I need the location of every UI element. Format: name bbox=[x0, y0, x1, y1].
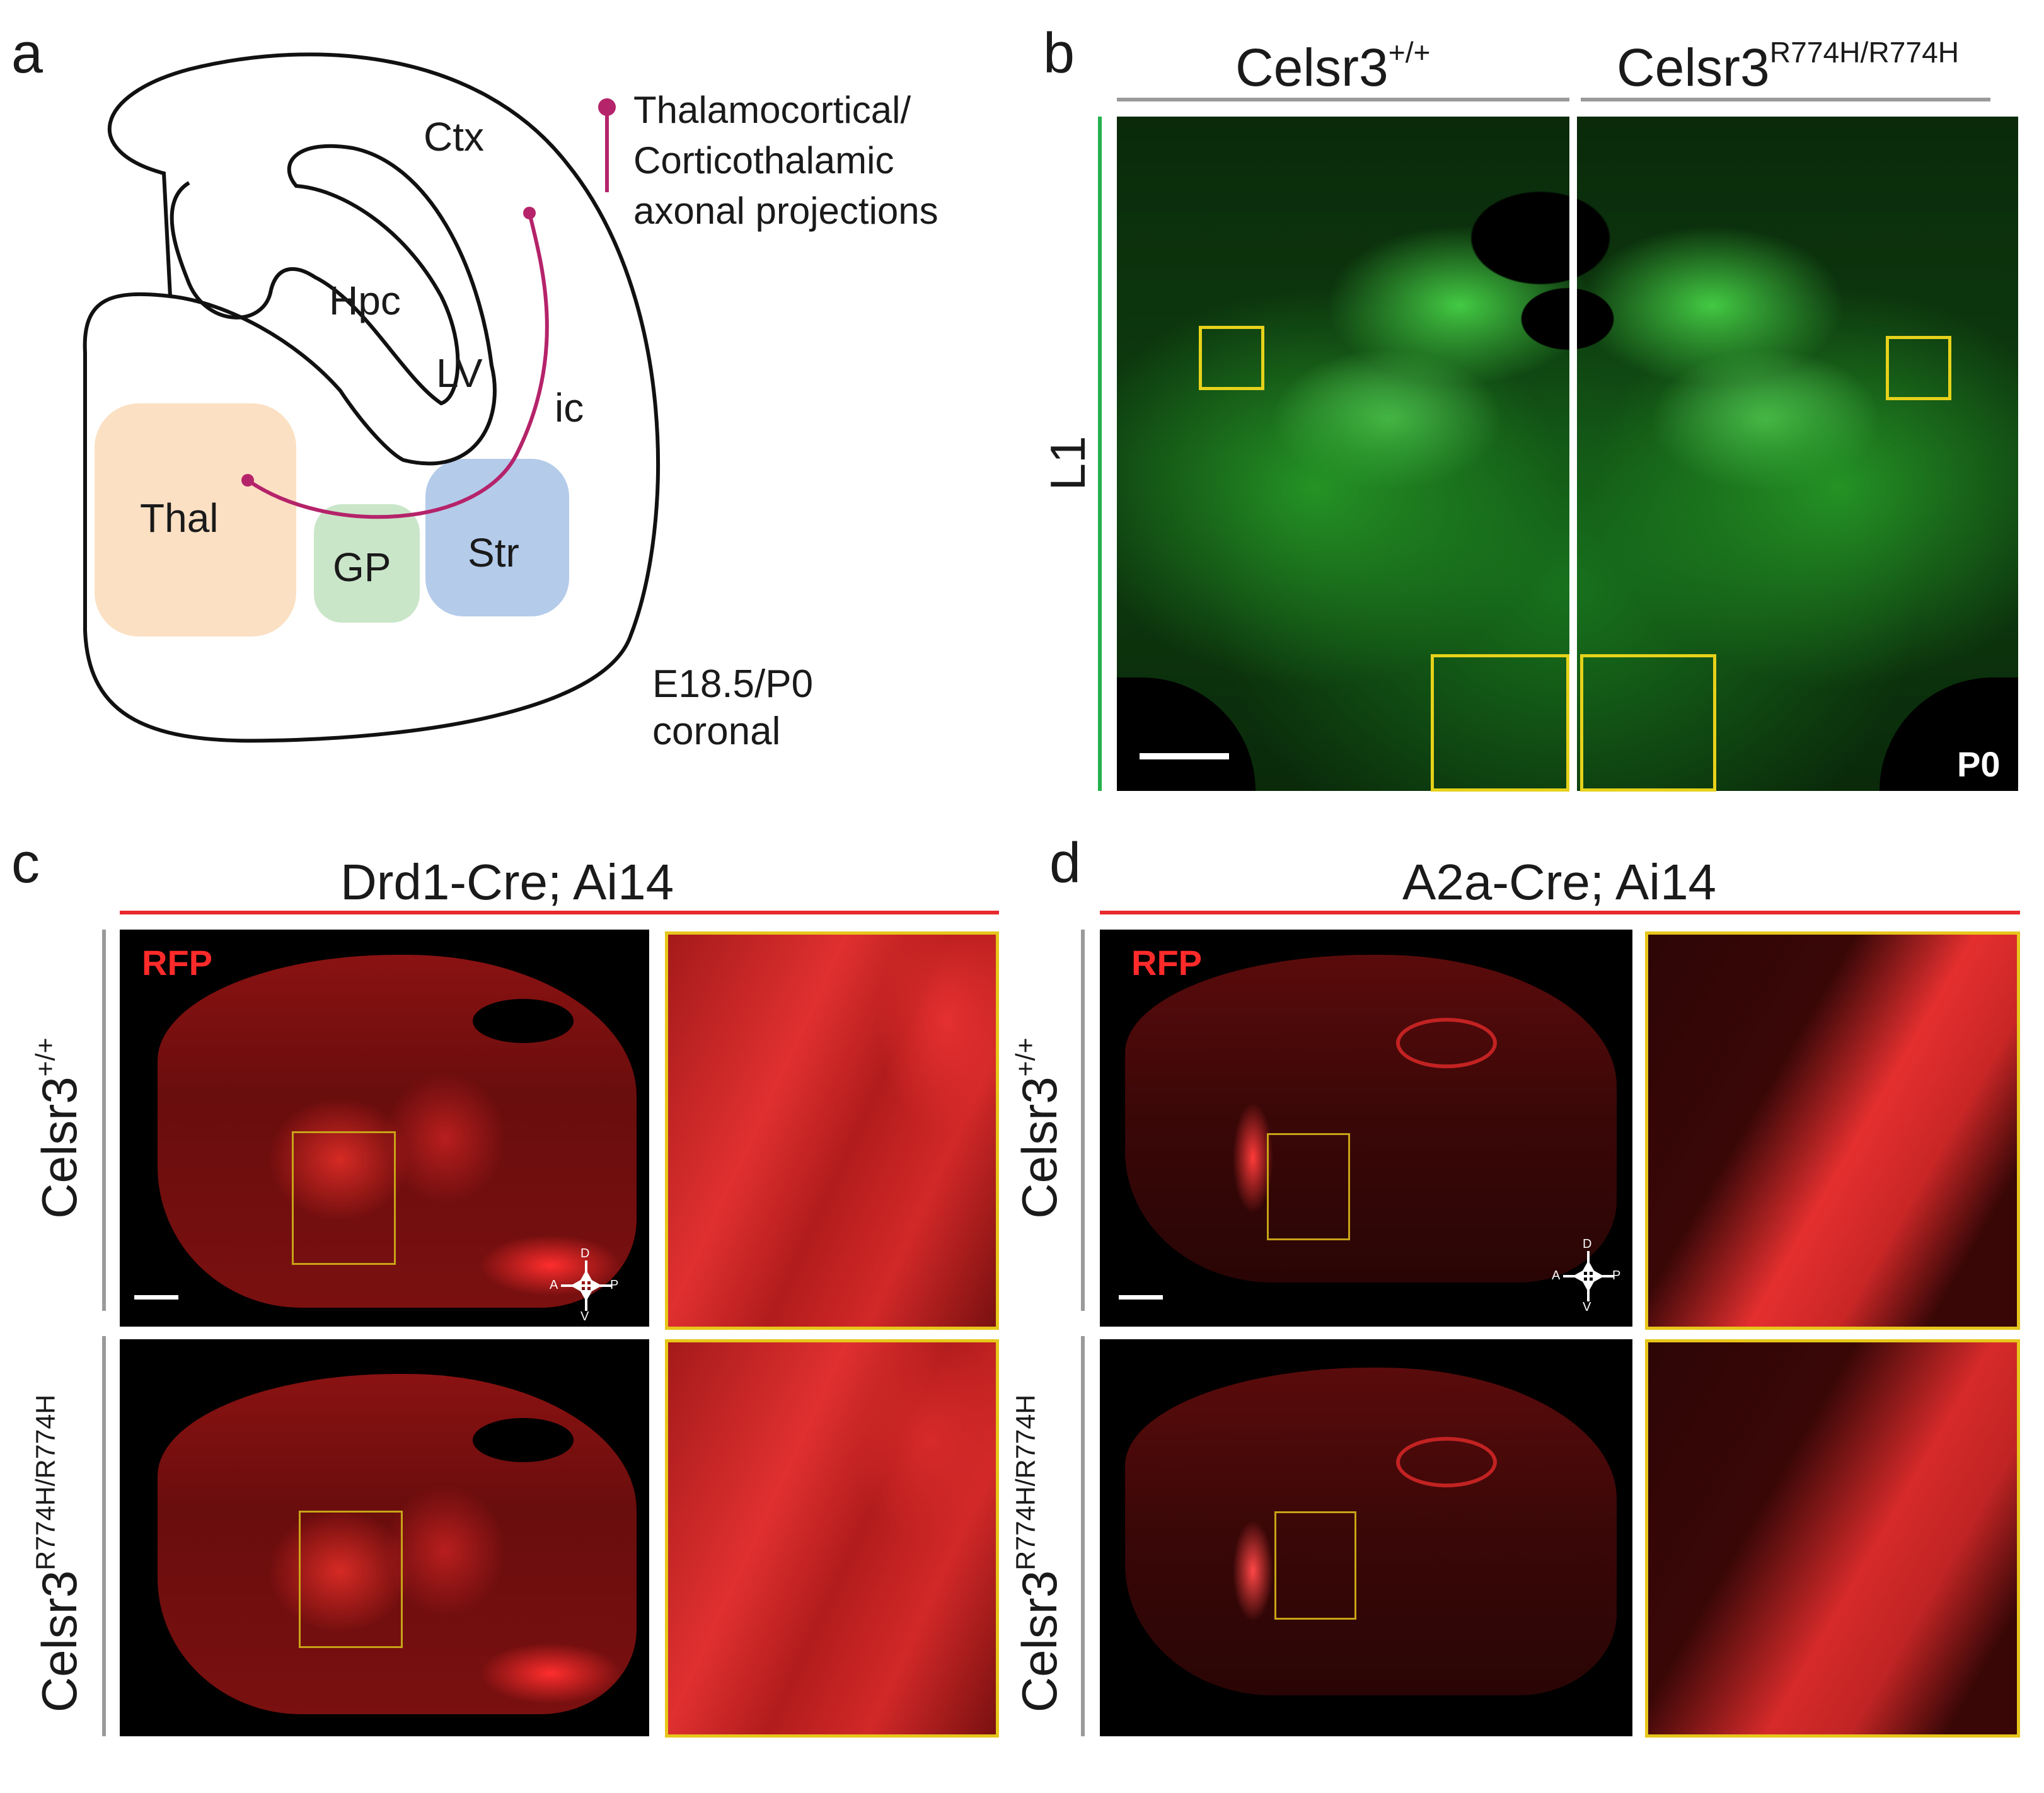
panel-c-row2-zoom bbox=[665, 1339, 999, 1738]
panel-b-row-rule bbox=[1098, 117, 1102, 791]
panel-b-divider bbox=[1569, 117, 1577, 791]
panel-c-rfp-label: RFP bbox=[142, 943, 212, 983]
panel-c-row1-zoom bbox=[665, 931, 999, 1330]
label-hpc: Hpc bbox=[329, 278, 401, 323]
panel-d-title: A2a-Cre; Ai14 bbox=[1402, 854, 1717, 910]
projection-endpoint-ctx bbox=[523, 207, 536, 219]
label-str: Str bbox=[468, 530, 519, 575]
thal-region bbox=[95, 403, 296, 637]
panel-d-row2-rule bbox=[1081, 1336, 1085, 1736]
panel-d-compass-a: A bbox=[1552, 1269, 1561, 1283]
panel-c-compass-a: A bbox=[550, 1278, 558, 1292]
panel-c-compass-p: P bbox=[610, 1278, 619, 1292]
panel-d-compass-p: P bbox=[1612, 1269, 1621, 1283]
panel-d-compass-d: D bbox=[1583, 1237, 1592, 1251]
panel-b-row-label: L1 bbox=[1040, 435, 1095, 491]
panel-b-zoom-right bbox=[1580, 654, 1716, 792]
panel-b-genotype-right: Celsr3R774H/R774H bbox=[1617, 36, 1960, 97]
panel-c-row1-rule bbox=[102, 930, 106, 1311]
panel-b-age: P0 bbox=[1957, 744, 2001, 784]
projection-path bbox=[246, 212, 549, 519]
panel-c-title-rule bbox=[120, 911, 999, 914]
panel-c-compass-d: D bbox=[580, 1247, 590, 1260]
ventricle-outline bbox=[170, 144, 497, 466]
panel-d-row2-inset-box bbox=[1274, 1511, 1356, 1620]
panel-d-row2-zoom bbox=[1645, 1339, 2020, 1738]
brain-outline bbox=[83, 52, 660, 743]
panel-c-row2-inset-box bbox=[299, 1511, 403, 1648]
label-lv: LV bbox=[436, 350, 483, 396]
panel-b-scale-bar bbox=[1140, 753, 1229, 759]
legend-line-2: Corticothalamic bbox=[633, 139, 894, 182]
panel-b-micrograph bbox=[1117, 117, 2018, 791]
legend-line-1: Thalamocortical/ bbox=[633, 89, 911, 131]
panel-c-row1-inset-box bbox=[292, 1131, 396, 1265]
panel-d-row1-rule bbox=[1081, 930, 1085, 1311]
label-ic: ic bbox=[555, 385, 584, 430]
panel-d-row1-micrograph bbox=[1100, 930, 1632, 1327]
panel-c-row2-micrograph bbox=[120, 1339, 649, 1736]
panel-b-genotype-left: Celsr3+/+ bbox=[1235, 36, 1431, 97]
panel-d-letter: d bbox=[1049, 832, 1082, 895]
panel-d-title-rule bbox=[1100, 911, 2020, 914]
panel-c-row2-label: Celsr3R774H/R774H bbox=[30, 1394, 87, 1713]
panel-b-zoom-left bbox=[1431, 654, 1569, 792]
panel-d-compass-v: V bbox=[1583, 1300, 1591, 1314]
panel-d-row1-label: Celsr3+/+ bbox=[1010, 1037, 1067, 1219]
panel-d-scale-bar bbox=[1119, 1295, 1163, 1300]
panel-c-row1-label: Celsr3+/+ bbox=[30, 1037, 87, 1219]
panel-d-rfp-label: RFP bbox=[1131, 943, 1202, 983]
panel-b-inset-box-right bbox=[1886, 336, 1951, 400]
panel-d-orientation-compass bbox=[1563, 1251, 1614, 1301]
panel-c-orientation-compass bbox=[561, 1260, 611, 1311]
panel-c-compass-v: V bbox=[580, 1310, 589, 1323]
panel-d-row2-micrograph bbox=[1100, 1339, 1632, 1736]
panel-a-letter: a bbox=[11, 22, 43, 85]
panel-c-row1-micrograph bbox=[120, 930, 649, 1327]
panel-b-rule-left bbox=[1117, 98, 1569, 101]
panel-d-row2-label: Celsr3R774H/R774H bbox=[1010, 1394, 1067, 1713]
panel-c-row2-rule bbox=[102, 1336, 106, 1736]
stage-line-2: coronal bbox=[652, 710, 781, 753]
panel-b-rule-right bbox=[1581, 98, 1990, 101]
panel-b-inset-box-left bbox=[1199, 326, 1264, 390]
panel-d-row1-zoom bbox=[1645, 931, 2020, 1330]
panel-d-row1-inset-box bbox=[1267, 1133, 1350, 1240]
gp-region bbox=[314, 504, 420, 623]
legend-line-3: axonal projections bbox=[633, 190, 938, 232]
panel-c-title: Drd1-Cre; Ai14 bbox=[340, 854, 674, 910]
str-region bbox=[425, 459, 569, 616]
projection-endpoint-thal bbox=[241, 474, 254, 487]
panel-c-letter: c bbox=[11, 832, 40, 895]
label-gp: GP bbox=[333, 545, 391, 590]
panel-c-scale-bar bbox=[134, 1295, 178, 1300]
panel-b-letter: b bbox=[1043, 22, 1075, 85]
stage-line-1: E18.5/P0 bbox=[652, 662, 814, 706]
panel-a-schematic bbox=[83, 52, 660, 743]
label-ctx: Ctx bbox=[424, 114, 484, 159]
label-thal: Thal bbox=[140, 495, 219, 541]
